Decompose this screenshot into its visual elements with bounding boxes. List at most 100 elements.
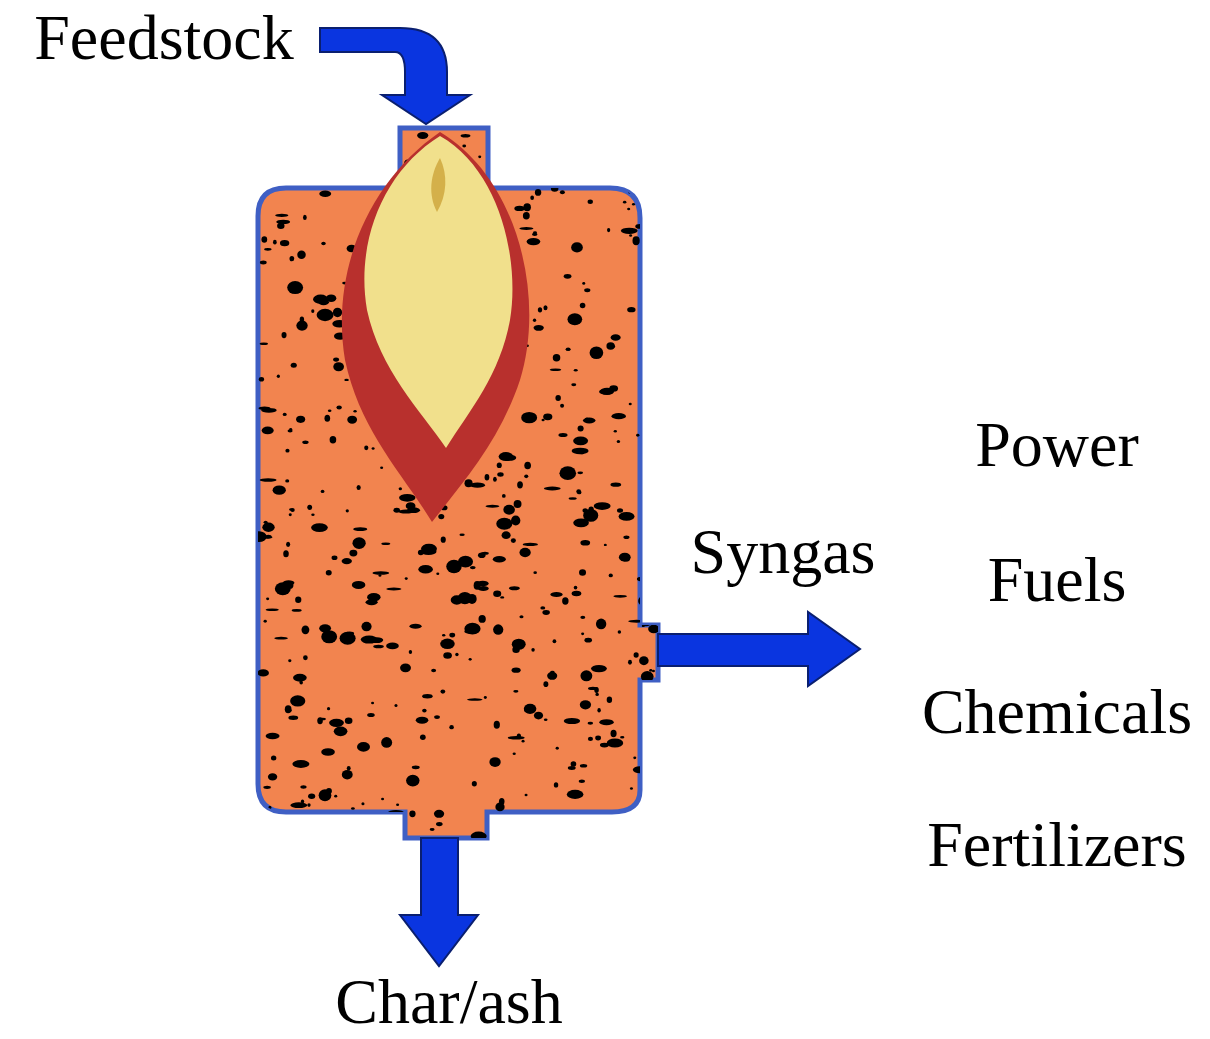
- particle: [619, 512, 635, 521]
- particle: [623, 535, 629, 539]
- particle: [540, 606, 545, 609]
- particle: [299, 146, 302, 149]
- particle: [607, 696, 612, 703]
- particle: [327, 707, 330, 710]
- particle: [313, 295, 328, 304]
- particle: [596, 619, 606, 630]
- particle: [302, 440, 308, 444]
- particle: [628, 660, 632, 665]
- particle: [597, 708, 600, 713]
- particle: [649, 669, 652, 672]
- particle: [333, 357, 339, 361]
- particle: [524, 475, 528, 479]
- particle: [574, 586, 578, 590]
- output-label: Syngas: [691, 517, 876, 587]
- particle: [296, 416, 305, 423]
- particle: [573, 436, 588, 445]
- particle: [252, 531, 267, 542]
- particle: [543, 824, 553, 831]
- particle: [388, 810, 404, 814]
- particle: [287, 281, 303, 294]
- particle: [409, 810, 415, 817]
- particle: [577, 471, 583, 474]
- particle: [579, 780, 585, 783]
- particle: [632, 203, 635, 205]
- particle: [535, 189, 541, 196]
- particle: [525, 794, 528, 796]
- particle: [266, 598, 269, 601]
- particle: [266, 608, 279, 611]
- particle-texture: [252, 132, 664, 841]
- particle: [634, 652, 639, 657]
- particle: [550, 671, 554, 674]
- particle: [550, 368, 562, 371]
- particle: [274, 637, 288, 640]
- flame-core: [431, 158, 445, 212]
- particle: [652, 670, 655, 672]
- particle: [319, 624, 331, 632]
- product-label: Chemicals: [922, 677, 1192, 747]
- particle: [633, 831, 637, 834]
- particle: [289, 709, 292, 712]
- particle: [329, 719, 344, 727]
- particle: [611, 334, 621, 341]
- particle: [373, 645, 384, 648]
- particle: [544, 487, 561, 491]
- particle: [544, 718, 548, 721]
- particle: [499, 798, 505, 805]
- particle: [434, 810, 444, 818]
- particle: [430, 828, 435, 831]
- particle: [514, 206, 524, 211]
- particle: [302, 626, 310, 635]
- particle: [639, 656, 649, 665]
- particle: [588, 722, 594, 725]
- particle: [485, 474, 490, 480]
- product-label: Fertilizers: [927, 810, 1186, 880]
- particle: [641, 671, 654, 682]
- particle: [551, 186, 558, 192]
- particle: [572, 448, 589, 455]
- particle: [581, 632, 584, 635]
- particle: [467, 594, 476, 604]
- particle: [556, 747, 559, 750]
- particle: [345, 632, 354, 636]
- particle: [519, 548, 530, 557]
- particle: [602, 171, 605, 174]
- particle: [288, 429, 293, 432]
- particle: [332, 555, 338, 560]
- particle: [493, 624, 503, 635]
- particle: [595, 736, 601, 741]
- product-label: Power: [975, 410, 1139, 480]
- particle: [543, 305, 547, 310]
- particle: [566, 347, 571, 351]
- particle: [533, 319, 536, 322]
- particle: [277, 375, 280, 378]
- particle: [286, 542, 290, 547]
- particle: [285, 705, 292, 713]
- particle: [290, 508, 294, 512]
- particle: [268, 806, 271, 809]
- particle: [493, 150, 497, 154]
- particle: [293, 674, 307, 682]
- particle: [405, 577, 408, 580]
- particle: [381, 737, 392, 748]
- particle: [353, 527, 367, 531]
- particle: [609, 573, 613, 577]
- particle: [569, 149, 572, 151]
- particle: [628, 190, 631, 194]
- particle: [496, 518, 512, 530]
- particle: [614, 430, 617, 433]
- particle: [630, 787, 633, 789]
- particle: [531, 648, 534, 652]
- flame-outer: [342, 132, 529, 522]
- particle: [620, 736, 624, 739]
- particle: [553, 158, 560, 163]
- particle: [580, 700, 591, 709]
- particle: [382, 151, 385, 155]
- particle: [647, 771, 650, 775]
- particle: [422, 694, 432, 698]
- particle: [337, 815, 342, 819]
- syngas-arrow: [658, 612, 860, 686]
- particle: [388, 144, 391, 146]
